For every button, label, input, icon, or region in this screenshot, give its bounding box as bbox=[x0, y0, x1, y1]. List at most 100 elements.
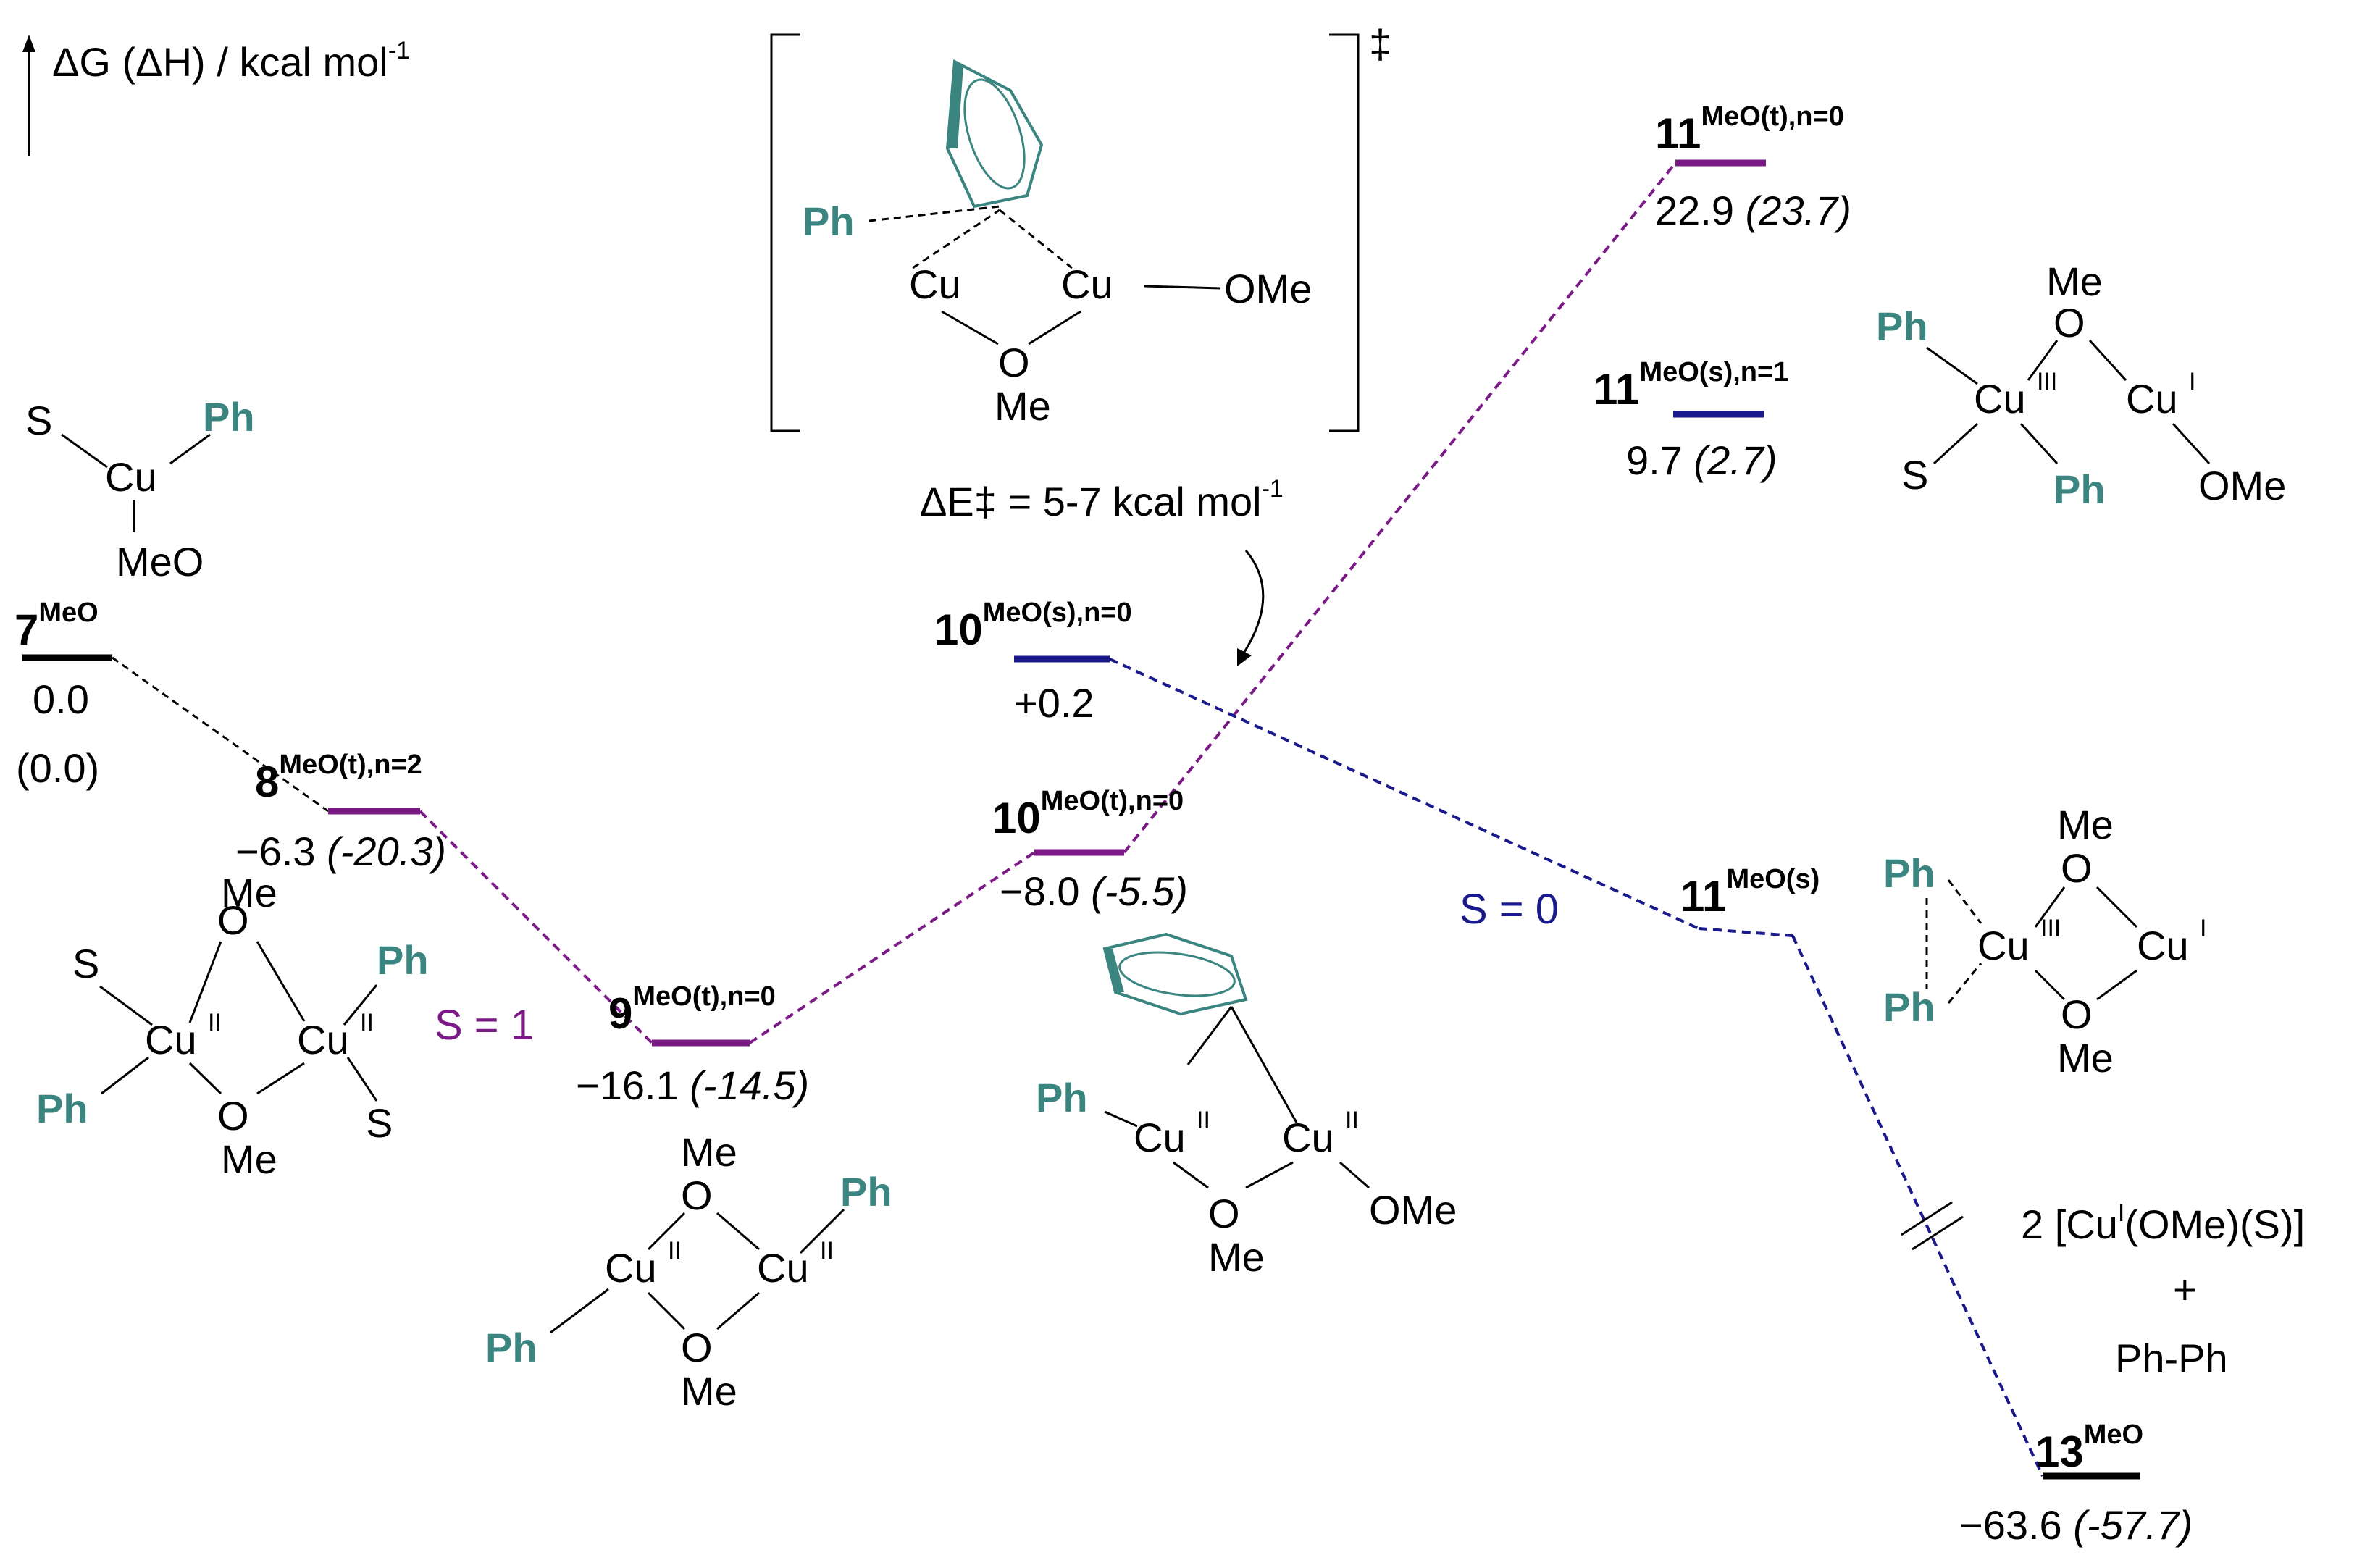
value-8: −6.3 (-20.3) bbox=[235, 829, 446, 874]
products: 2 [CuI(OMe)(S)] + Ph-Ph bbox=[2021, 1199, 2305, 1381]
svg-text:Cu: Cu bbox=[105, 454, 157, 500]
value-9: −16.1 (-14.5) bbox=[576, 1062, 809, 1108]
structure-10t: Ph Cu II Cu II O Me OMe bbox=[1036, 932, 1457, 1280]
svg-text:Ph-Ph: Ph-Ph bbox=[2115, 1336, 2228, 1381]
svg-text:Me: Me bbox=[2057, 802, 2114, 847]
svg-text:Me: Me bbox=[2046, 259, 2103, 304]
svg-text:Ph: Ph bbox=[203, 394, 255, 440]
svg-text:Ph: Ph bbox=[840, 1169, 892, 1215]
svg-text:Cu: Cu bbox=[909, 261, 961, 307]
svg-text:II: II bbox=[820, 1237, 834, 1265]
svg-text:O: O bbox=[2061, 991, 2093, 1037]
svg-text:MeO: MeO bbox=[116, 539, 204, 584]
svg-text:Cu: Cu bbox=[1134, 1115, 1186, 1160]
connectors bbox=[112, 162, 2044, 1477]
svg-text:III: III bbox=[2040, 915, 2061, 942]
svg-text:Me: Me bbox=[221, 1136, 277, 1182]
svg-text:Cu: Cu bbox=[297, 1017, 349, 1062]
svg-text:Cu: Cu bbox=[605, 1245, 657, 1291]
structure-11-triplet: Ph Cu III Me O Cu I OMe S Ph bbox=[1876, 259, 2286, 512]
svg-text:Ph: Ph bbox=[1876, 303, 1928, 349]
svg-text:2 [CuI(OMe)(S)]: 2 [CuI(OMe)(S)] bbox=[2021, 1199, 2305, 1247]
label-10t: 10MeO(t),n=0 bbox=[992, 786, 1184, 842]
svg-text:Cu: Cu bbox=[1282, 1115, 1334, 1160]
svg-text:III: III bbox=[2037, 368, 2057, 395]
svg-text:II: II bbox=[1197, 1107, 1210, 1134]
label-11s1: 11MeO(s),n=1 bbox=[1594, 357, 1788, 414]
svg-text:Me: Me bbox=[221, 870, 277, 915]
svg-text:Ph: Ph bbox=[485, 1325, 537, 1370]
svg-text:Ph: Ph bbox=[1883, 850, 1935, 896]
spin-triplet-label: S = 1 bbox=[435, 1002, 534, 1049]
connector-10s-11s bbox=[1109, 658, 1699, 930]
connector-9-10t bbox=[748, 851, 1036, 1044]
svg-text:S: S bbox=[72, 941, 99, 986]
label-10s: 10MeO(s),n=0 bbox=[934, 598, 1132, 654]
label-7: 7MeO bbox=[14, 598, 99, 654]
svg-text:Ph: Ph bbox=[377, 937, 429, 983]
value-13: −63.6 (-57.7) bbox=[1959, 1502, 2193, 1548]
barrier-label: ΔE‡ = 5-7 kcal mol-1 bbox=[920, 475, 1284, 524]
svg-text:Cu: Cu bbox=[2126, 376, 2178, 422]
svg-text:O: O bbox=[998, 340, 1030, 385]
svg-text:OMe: OMe bbox=[1224, 266, 1312, 311]
label-8: 8MeO(t),n=2 bbox=[255, 750, 422, 806]
svg-text:Ph: Ph bbox=[1883, 984, 1935, 1030]
svg-text:O: O bbox=[217, 1093, 249, 1139]
connector-10t-11t bbox=[1123, 162, 1677, 854]
svg-text:OMe: OMe bbox=[1369, 1187, 1457, 1233]
spin-singlet-label: S = 0 bbox=[1460, 886, 1559, 933]
barrier-arrow bbox=[1241, 550, 1265, 656]
structure-8: S Cu II Cu II O Me O Me Ph Ph S bbox=[36, 870, 429, 1182]
svg-text:+: + bbox=[2173, 1267, 2197, 1312]
svg-text:O: O bbox=[2061, 845, 2093, 891]
svg-text:O: O bbox=[2053, 300, 2085, 345]
svg-text:I: I bbox=[2189, 368, 2195, 395]
svg-text:‡: ‡ bbox=[1369, 21, 1391, 67]
svg-text:Cu: Cu bbox=[1977, 923, 2030, 968]
axis-label: ΔG (ΔH) / kcal mol-1 bbox=[52, 37, 410, 85]
svg-text:Cu: Cu bbox=[1974, 376, 2026, 422]
value-10s: +0.2 bbox=[1014, 680, 1094, 726]
energy-axis bbox=[22, 35, 35, 156]
energy-levels bbox=[22, 159, 2140, 1480]
structure-9: Me O Cu II Cu II O Me Ph Ph bbox=[485, 1129, 892, 1414]
svg-text:Ph: Ph bbox=[1036, 1075, 1088, 1120]
svg-text:O: O bbox=[1208, 1191, 1240, 1236]
label-11s: 11MeO(s) bbox=[1680, 864, 1820, 921]
svg-text:Me: Me bbox=[1208, 1234, 1265, 1280]
label-9: 9MeO(t),n=0 bbox=[608, 981, 776, 1038]
value-11t: 22.9 (23.7) bbox=[1655, 188, 1851, 233]
svg-text:I: I bbox=[2200, 915, 2206, 942]
transition-state: ‡ Ph Cu Cu OMe O Me bbox=[770, 21, 1391, 432]
value-7-dg: 0.0 bbox=[33, 676, 89, 722]
svg-text:Me: Me bbox=[681, 1129, 737, 1175]
svg-text:O: O bbox=[681, 1325, 713, 1370]
svg-text:S: S bbox=[1901, 452, 1928, 498]
structure-7: S Cu Ph MeO bbox=[25, 394, 255, 584]
value-11s1: 9.7 (2.7) bbox=[1626, 437, 1778, 483]
value-7-dh: (0.0) bbox=[16, 745, 99, 791]
svg-text:II: II bbox=[668, 1237, 682, 1265]
svg-text:Ph: Ph bbox=[2053, 466, 2106, 512]
svg-text:II: II bbox=[1345, 1107, 1359, 1134]
label-11t: 11MeO(t),n=0 bbox=[1655, 101, 1844, 158]
value-10t: −8.0 (-5.5) bbox=[1000, 868, 1188, 914]
svg-text:II: II bbox=[208, 1009, 222, 1036]
svg-text:II: II bbox=[360, 1009, 374, 1036]
svg-text:Ph: Ph bbox=[36, 1086, 88, 1131]
connector-7-8 bbox=[112, 656, 329, 813]
connector-11s-13 bbox=[1791, 935, 2044, 1477]
label-13: 13MeO bbox=[2035, 1420, 2143, 1476]
svg-text:Cu: Cu bbox=[2137, 923, 2189, 968]
svg-text:OMe: OMe bbox=[2198, 463, 2286, 508]
connector-8-9 bbox=[419, 810, 653, 1044]
svg-text:S: S bbox=[25, 398, 52, 443]
svg-text:Ph: Ph bbox=[803, 198, 855, 244]
svg-text:Me: Me bbox=[2057, 1035, 2114, 1081]
structure-11-singlet: Me O Cu III Cu I O Me Ph Ph bbox=[1883, 802, 2206, 1081]
svg-text:O: O bbox=[217, 897, 249, 943]
svg-text:O: O bbox=[681, 1173, 713, 1218]
